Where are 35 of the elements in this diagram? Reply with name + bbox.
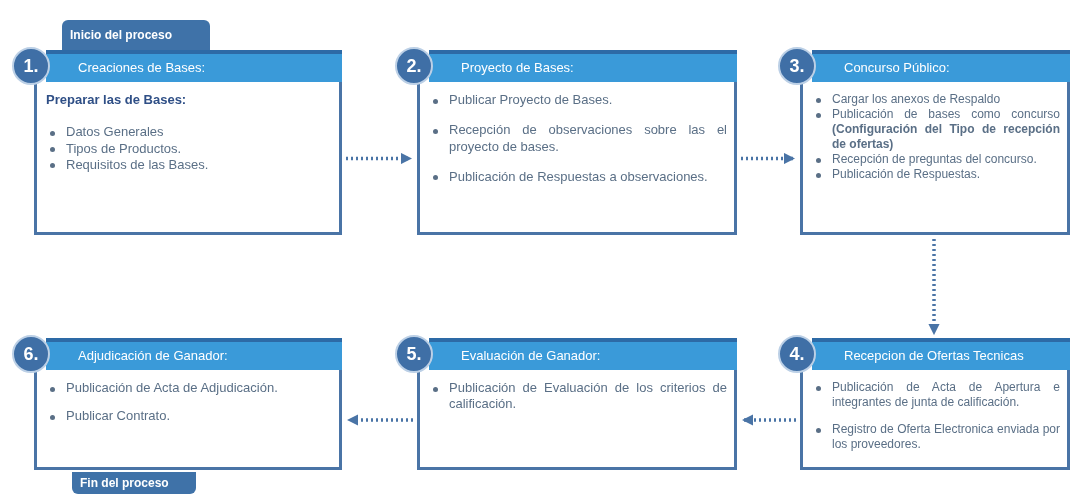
step-number: 6. [12,335,50,373]
step-number: 3. [778,47,816,85]
bullet-text: Publicar Proyecto de Bases. [449,92,613,109]
bullet-text: Publicación de Acta de Apertura e integrantes de junta de calificación. [832,380,1060,410]
bullet-text: Cargar los anexos de Respaldo [832,92,1001,107]
dotted-arrow [928,239,940,336]
bullet-text: Publicación de Respuestas a observaciones. [449,168,708,185]
dotted-arrow [741,152,796,165]
dotted-arrow [346,152,413,165]
step-header: Adjudicación de Ganador: [46,338,342,370]
bullet-text: Publicación de Evaluación de los criterios de calificación. [449,380,727,413]
dotted-arrow [741,414,796,426]
bullet-text: Registro de Oferta Electronica enviada por los proveedores. [832,422,1060,452]
step-header: Recepcion de Ofertas Tecnicas [812,338,1070,370]
bullet-text: Requisitos de las Bases. [66,156,209,173]
body-heading: Preparar las de Bases: [46,92,188,109]
dotted-arrow [346,414,413,426]
step-header: Evaluación de Ganador: [429,338,737,370]
bullet-text: Recepción de preguntas del concurso. [832,152,1037,167]
process-tab: Inicio del proceso [62,20,210,50]
step-number: 4. [778,335,816,373]
bullet-text: Publicación de Acta de Adjudicación. [66,380,278,397]
step-number: 2. [395,47,433,85]
step-header: Proyecto de Bases: [429,50,737,82]
bullet-text: Publicar Contrato. [66,408,171,425]
step-header: Concurso Público: [812,50,1070,82]
step-number: 1. [12,47,50,85]
step-number: 5. [395,335,433,373]
bullet-text: Publicación de Respuestas. [832,167,981,182]
bullet-text: Tipos de Productos. [66,140,182,157]
bullet-text: Datos Generales [66,124,164,141]
bullet-text: Recepción de observaciones sobre las el proyecto de bases. [449,122,727,155]
step-header: Creaciones de Bases: [46,50,342,82]
bullet-text: Publicación de bases como concurso (Configuración del Tipo de recepción de ofertas) [832,107,1060,152]
process-tab: Fin del proceso [72,472,196,494]
